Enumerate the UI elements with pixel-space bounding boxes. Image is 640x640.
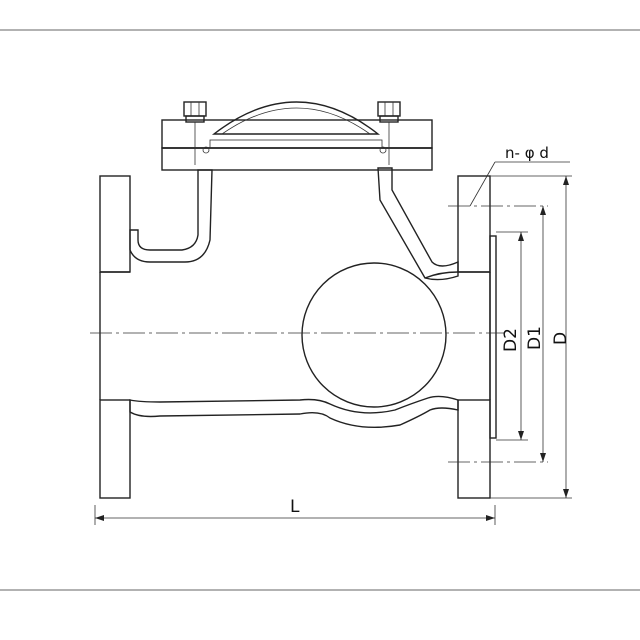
ball — [301, 262, 447, 408]
d-label: D — [551, 332, 571, 345]
bonnet — [161, 101, 433, 171]
body-lower-wall — [129, 395, 459, 429]
seat-upper — [424, 271, 490, 279]
dimension-d2: D2 — [496, 231, 528, 441]
body-upper-left-wall — [129, 169, 213, 263]
d2-label: D2 — [501, 328, 521, 352]
left-flange — [99, 175, 131, 499]
bolt-left — [183, 101, 210, 165]
dimension-d: D — [490, 175, 572, 499]
d1-label: D1 — [525, 326, 545, 350]
dimension-l: L — [94, 497, 496, 525]
dimension-bolt-holes: n- φ d — [469, 144, 570, 207]
dimension-l-label: L — [290, 497, 300, 517]
bolt-right — [377, 101, 401, 165]
bolt-holes-label: n- φ d — [505, 144, 549, 162]
dimension-d1: D1 — [525, 206, 546, 462]
body-upper-right-wall — [377, 167, 459, 281]
